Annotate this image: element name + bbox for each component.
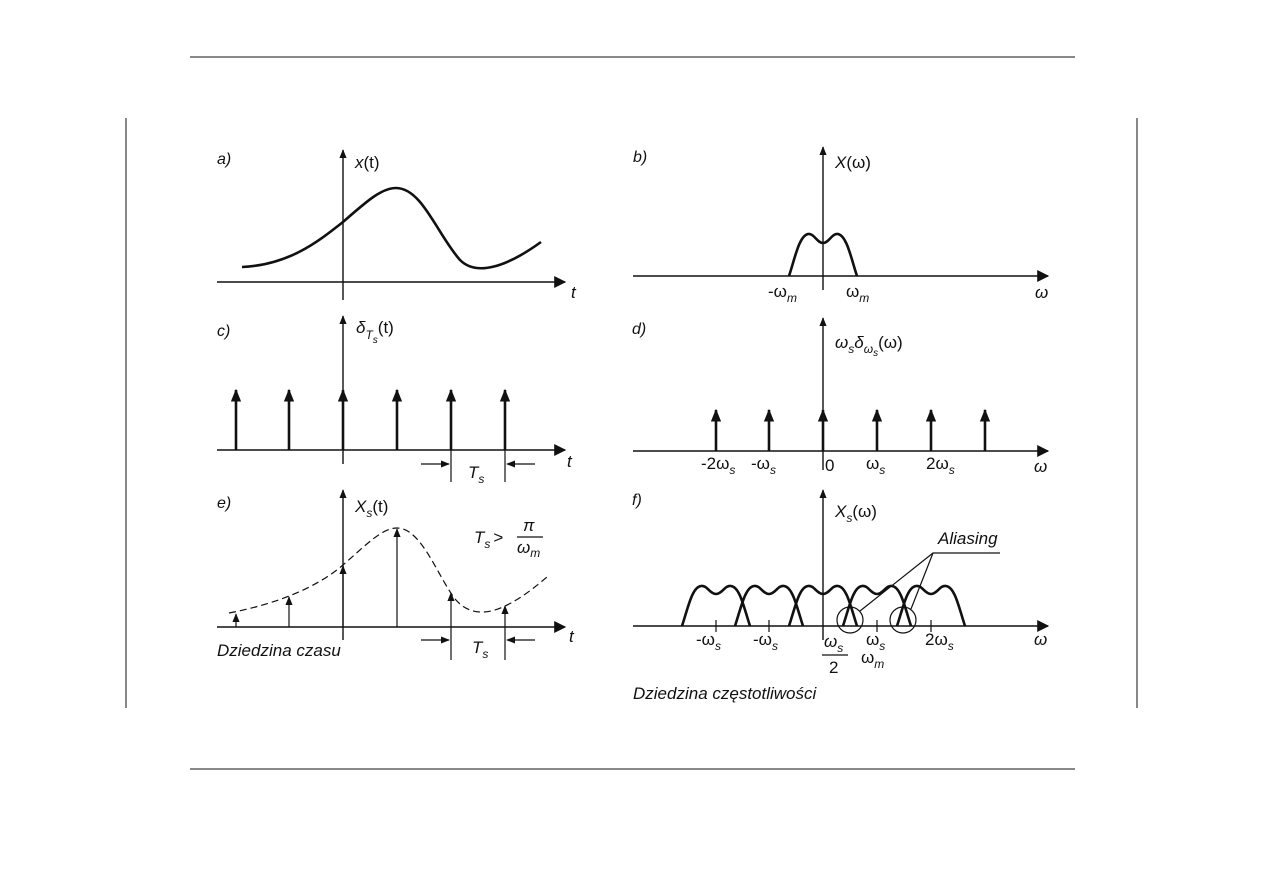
- panel-a-y-label: x(t): [354, 153, 380, 172]
- panel-b-tick-pos-wm: ωm: [846, 282, 869, 305]
- panel-f-caption: Dziedzina częstotliwości: [633, 684, 818, 703]
- panel-c-period-label: Ts: [468, 463, 484, 486]
- panel-d-tick-label: 0: [825, 456, 834, 475]
- panel-d-tag: d): [632, 321, 646, 338]
- panel-c-y-label: δTs(t): [356, 318, 394, 346]
- panel-e-x-label: t: [569, 627, 575, 646]
- panel-f-wm-label: ωm: [861, 648, 884, 671]
- panel-f-aliasing-circle: [836, 606, 864, 634]
- svg-text:ωm: ωm: [517, 538, 540, 560]
- panel-e-period-marker: [421, 627, 535, 660]
- panel-c-tag: c): [217, 323, 230, 340]
- panel-c-x-label: t: [567, 452, 573, 471]
- panel-b-spectrum: [787, 232, 859, 277]
- panel-d-tick-label: -2ωs: [701, 454, 735, 477]
- panel-b-x-label: ω: [1035, 283, 1048, 302]
- svg-text:Ts>: Ts>: [474, 528, 503, 551]
- panel-f-aliasing-circle: [889, 606, 917, 634]
- panel-b-tick-neg-wm: -ωm: [768, 282, 797, 305]
- panel-f-replica: [680, 584, 752, 627]
- panel-e-caption: Dziedzina czasu: [217, 641, 341, 660]
- panel-a-tag: a): [217, 151, 231, 168]
- panel-e-sampling-condition: Ts> π ωm: [474, 516, 543, 560]
- panel-f-half-sampling-fraction: ωs 2: [822, 632, 848, 677]
- panel-c: c) δTs(t) t Ts: [217, 315, 573, 486]
- panel-b: b) X(ω) ω -ωm ωm: [633, 146, 1050, 305]
- panel-e-y-label: Xs(t): [354, 497, 388, 520]
- panel-f-tag: f): [632, 492, 642, 509]
- panel-f-tick-label: ωs: [866, 630, 885, 653]
- panel-f-y-label: Xs(ω): [834, 502, 877, 525]
- svg-text:ωs: ωs: [824, 632, 843, 655]
- panel-f-replica: [895, 584, 967, 627]
- panel-d-x-label: ω: [1034, 457, 1047, 476]
- svg-text:2: 2: [829, 658, 838, 677]
- panel-f: f) Xs(ω) ω Aliasing -ωs -ωs ωs 2ωs ωs 2 …: [632, 489, 1050, 703]
- panel-f-tick-label: 2ωs: [925, 630, 954, 653]
- panel-f-aliasing-leader: [910, 552, 934, 610]
- panel-e-tag: e): [217, 495, 231, 512]
- panel-d-tick-label: ωs: [866, 454, 885, 477]
- panel-d: d) ωsδωs(ω) ω -2ωs -ωs 0 ωs 2ωs: [632, 317, 1050, 477]
- panel-f-replica: [787, 584, 859, 627]
- panel-f-tick-label: -ωs: [696, 630, 721, 653]
- panel-b-tag: b): [633, 149, 647, 166]
- panel-d-tick-label: -ωs: [751, 454, 776, 477]
- panel-f-replica: [841, 584, 913, 627]
- panel-f-aliasing-label: Aliasing: [937, 529, 998, 548]
- panel-a-x-label: t: [571, 283, 577, 302]
- panel-b-y-label: X(ω): [834, 153, 871, 172]
- panel-f-replica: [733, 584, 805, 627]
- panel-d-y-label: ωsδωs(ω): [835, 333, 903, 359]
- panel-d-tick-label: 2ωs: [926, 454, 955, 477]
- panel-c-period-marker: [421, 450, 535, 482]
- panel-e-period-label: Ts: [472, 638, 488, 661]
- panel-f-x-label: ω: [1034, 630, 1047, 649]
- panel-a: a) x(t) t: [217, 149, 577, 302]
- panel-e: e) Xs(t) t Ts Ts> π ωm Dziedzina czasu: [217, 489, 575, 661]
- panel-f-tick-label: -ωs: [753, 630, 778, 653]
- panel-a-signal-curve: [241, 186, 542, 270]
- svg-text:π: π: [523, 516, 535, 535]
